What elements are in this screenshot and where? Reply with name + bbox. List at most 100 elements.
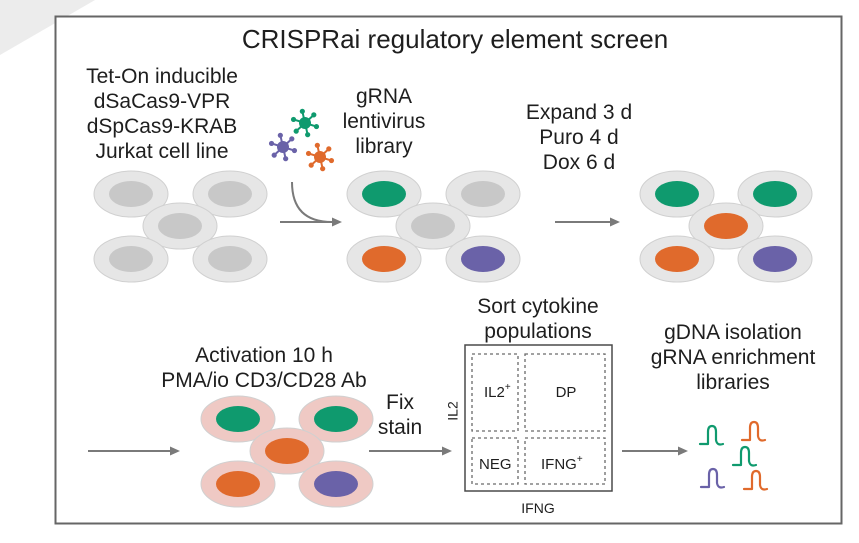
activated-cell [249,427,325,475]
arrow-head [442,446,452,456]
virus-tip [271,152,277,158]
selected-cell [639,170,715,218]
grna-purple [699,467,726,489]
cell-nucleus [753,246,797,272]
library-line: lentivirus [342,110,426,133]
activated-cell [298,460,374,508]
corner-shade [0,0,95,55]
gate-il2-text: IL2 [484,384,505,401]
cell-line-line: Jurkat cell line [95,140,229,163]
virus-tip [313,123,320,130]
virus-tip [314,142,320,148]
virus-tip [311,112,317,118]
y-axis-label: IL2 [444,401,461,421]
screen-frame [54,15,843,525]
sequencing-line: gRNA enrichment [650,346,816,369]
transduced-cell [346,235,422,283]
library-label: gRNA lentivirus library [343,84,426,159]
selected-cell [688,202,764,250]
cell-line-line: dSaCas9-VPR [93,90,231,113]
virus-tip [328,157,335,164]
virus-tip [277,132,283,138]
naive-cell [142,202,218,250]
sequencing-label: gDNA isolation gRNA enrichment libraries [651,320,816,395]
activated-cell [200,395,276,443]
virus-tip [268,140,275,147]
transduced-cell [395,202,471,250]
virus-tip [305,132,311,138]
cell-nucleus [158,213,202,239]
cell-nucleus [265,438,309,464]
transduced-cell [445,235,521,283]
cell-nucleus [208,181,252,207]
culture-line: Dox 6 d [542,151,616,174]
cell-nucleus [314,406,358,432]
gate-il2 [471,353,519,432]
virus-core [299,117,311,129]
selected-cell [737,235,813,283]
cell-nucleus [216,406,260,432]
transduction-arrow-head [332,217,342,227]
naive-cell [93,235,169,283]
virus-tip [291,147,298,154]
cell-nucleus [208,246,252,272]
gate-ifng-label: IFNG+ [541,454,583,474]
sequencing-line: libraries [696,371,770,394]
activation-arrow [88,446,180,456]
transduced-cell [445,170,521,218]
gate-neg [471,437,519,485]
virus-tip [290,116,297,123]
fix-stain-line: stain [377,416,423,439]
virus-tip [320,166,326,172]
grna-green [698,424,725,446]
cell-nucleus [461,181,505,207]
cell-line-line: dSpCas9-KRAB [86,115,238,138]
cell-nucleus [461,246,505,272]
grna-orange [740,420,767,442]
gate-ifng-text: IFNG [541,456,577,473]
fix-arrow [369,446,452,456]
gate-ifng [524,437,606,485]
cell-nucleus [655,181,699,207]
library-line: library [355,135,413,158]
gate-dp-label: DP [555,384,577,401]
culture-line: Expand 3 d [525,101,633,124]
selected-cell [737,170,813,218]
fix-stain-line: Fix [385,391,414,414]
arrow-head [610,217,620,227]
diagram-title: CRISPRai regulatory element screen [241,24,669,54]
transduction-arrow [280,181,342,227]
gate-neg-label: NEG [479,456,512,473]
gate-il2-label: IL2+ [484,383,511,402]
orange-virus [305,142,335,172]
cell-nucleus [362,246,406,272]
facs-plot-frame [464,344,613,492]
sort-arrow [622,446,688,456]
activation-line: Activation 10 h [195,344,333,367]
grna-green [731,445,758,467]
naive-cell [192,235,268,283]
virus-tip [308,162,314,168]
virus-core [277,141,289,153]
cell-nucleus [753,181,797,207]
purple-virus [268,132,298,162]
culture-line: Puro 4 d [539,126,619,149]
cell-line-label: Tet-On inducible dSaCas9-VPR dSpCas9-KRA… [86,64,238,164]
cell-nucleus [109,246,153,272]
activation-line: PMA/io CD3/CD28 Ab [161,369,367,392]
library-line: gRNA [355,85,413,108]
activated-cell [200,460,276,508]
sequencing-line: gDNA isolation [664,321,802,344]
cell-nucleus [704,213,748,239]
transduced-cell [346,170,422,218]
cell-nucleus [411,213,455,239]
virus-tip [326,146,332,152]
activation-label: Activation 10 h PMA/io CD3/CD28 Ab [161,343,366,393]
sort-line: Sort cytokine [477,295,599,318]
virus-tip [299,108,305,114]
arrow-head [170,446,180,456]
cell-nucleus [216,471,260,497]
gate-ifng-sup: + [576,454,583,465]
